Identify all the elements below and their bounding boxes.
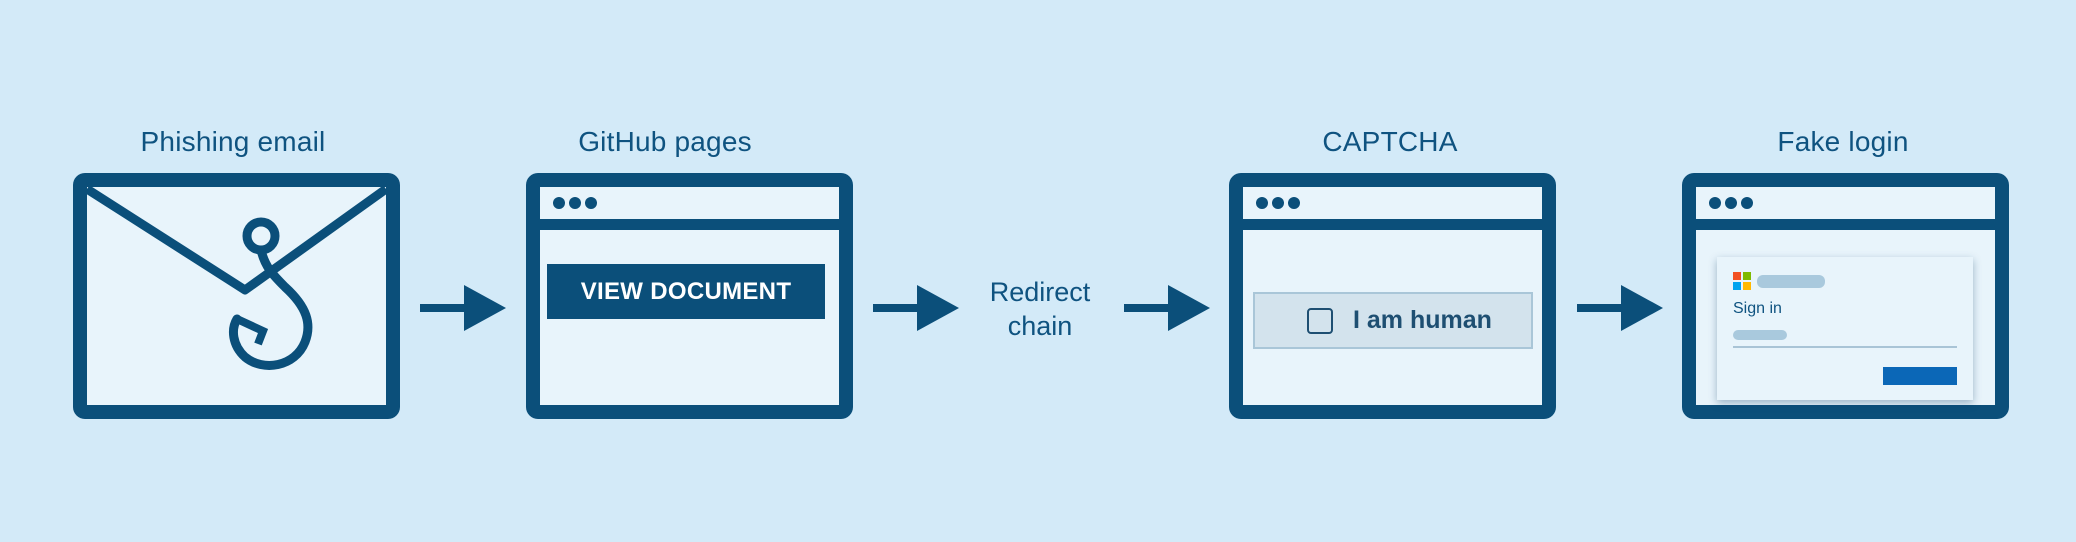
redirect-chain-label: Redirect chain (970, 275, 1110, 343)
redirect-chain-line1: Redirect (989, 277, 1091, 307)
envelope-hook-icon (87, 187, 386, 370)
arrow-right-icon (420, 285, 506, 331)
captcha-checkbox-label: I am human (1353, 306, 1492, 334)
step-title-captcha: CAPTCHA (1322, 126, 1458, 157)
captcha-widget[interactable]: I am human (1253, 292, 1533, 349)
captcha-window: I am human (1229, 173, 1556, 419)
window-dot-icon (1741, 197, 1753, 209)
browser-titlebar (1696, 187, 1995, 230)
step-title-fake-login: Fake login (1777, 126, 1909, 157)
arrow-right-icon (873, 285, 959, 331)
browser-titlebar (540, 187, 839, 230)
fake-login-window: Sign in (1682, 173, 2009, 419)
window-dot-icon (1288, 197, 1300, 209)
step-title-phishing-email: Phishing email (140, 126, 326, 157)
captcha-checkbox[interactable] (1307, 307, 1333, 334)
window-dot-icon (585, 197, 597, 209)
login-card: Sign in (1717, 257, 1973, 400)
window-dot-icon (569, 197, 581, 209)
arrow-right-icon (1124, 285, 1210, 331)
microsoft-logo-icon (1733, 272, 1751, 290)
github-pages-window: VIEW DOCUMENT (526, 173, 853, 419)
input-underline (1733, 346, 1957, 348)
window-dot-icon (1709, 197, 1721, 209)
arrow-right-icon (1577, 285, 1663, 331)
window-dot-icon (1272, 197, 1284, 209)
envelope-window (73, 173, 400, 419)
browser-titlebar (1243, 187, 1542, 230)
window-dot-icon (553, 197, 565, 209)
username-placeholder (1733, 330, 1787, 340)
step-title-github-pages: GitHub pages (578, 126, 752, 157)
account-name-placeholder (1757, 275, 1825, 288)
sign-in-submit-button[interactable] (1883, 367, 1957, 385)
sign-in-label: Sign in (1733, 300, 1782, 317)
view-document-button[interactable]: VIEW DOCUMENT (547, 264, 825, 319)
redirect-chain-line2: chain (1007, 311, 1073, 341)
window-dot-icon (1725, 197, 1737, 209)
window-dot-icon (1256, 197, 1268, 209)
